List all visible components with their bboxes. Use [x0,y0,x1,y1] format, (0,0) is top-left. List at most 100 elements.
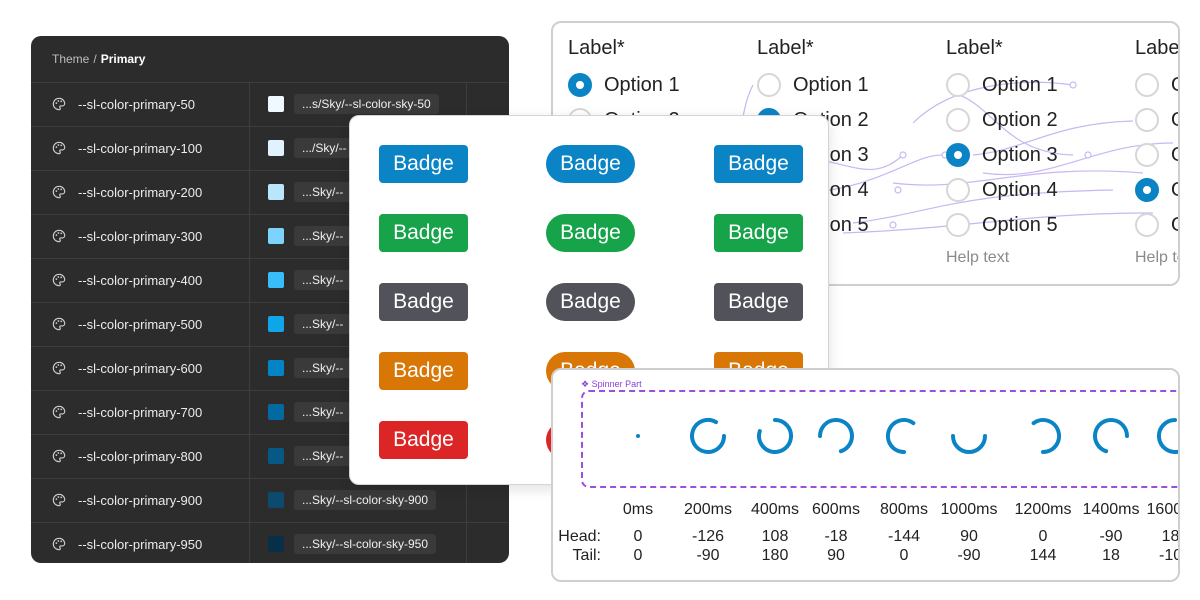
radio-control[interactable] [1135,108,1159,132]
variable-row[interactable]: --sl-color-primary-500 ...Sky/-- [31,302,509,346]
variable-row[interactable]: --sl-color-primary-300...Sky/-- [31,214,509,258]
badge: Badge [714,214,803,252]
radio-group-label: Label* [568,37,625,59]
variable-row[interactable]: --sl-color-primary-700...Sky/-- [31,390,509,434]
spinner-arc [818,417,854,454]
radio-option[interactable]: Option 1 [946,73,1126,97]
palette-icon [52,185,66,199]
radio-control[interactable] [946,108,970,132]
variable-value-alias[interactable]: .../Sky/-- [294,138,355,158]
spinner-arc [885,418,916,455]
color-swatch[interactable] [268,492,284,508]
spinner-arc [1156,418,1178,454]
palette-icon [52,317,66,331]
radio-option[interactable]: Option 2 [1135,108,1178,132]
radio-control[interactable] [946,73,970,97]
variable-value-alias[interactable]: ...Sky/-- [294,358,352,378]
radio-option[interactable]: Option 3 [946,143,1126,167]
radio-option[interactable]: Option 4 [946,178,1126,202]
radio-option[interactable]: Option 4 [1135,178,1178,202]
spinner-frame-graphic [1031,418,1062,455]
color-swatch[interactable] [268,360,284,376]
radio-option[interactable]: Option 3 [1135,143,1178,167]
tail-angle-value: -90 [957,547,981,564]
variable-row[interactable]: --sl-color-primary-100.../Sky/-- [31,126,509,170]
radio-option[interactable]: Option 2 [946,108,1126,132]
spinner-frame-graphic [1093,417,1129,454]
radio-option[interactable]: Option 5 [1135,213,1178,237]
variable-row[interactable]: --sl-color-primary-50...s/Sky/--sl-color… [31,82,509,126]
badge: Badge [714,283,803,321]
palette-icon [52,273,66,287]
variable-value-alias[interactable]: ...Sky/-- [294,182,352,202]
connector-node [899,151,907,159]
color-swatch[interactable] [268,272,284,288]
spinner-arc [636,434,640,438]
variable-row[interactable]: --sl-color-primary-200...Sky/-- [31,170,509,214]
radio-control[interactable] [946,178,970,202]
color-swatch[interactable] [268,228,284,244]
variable-value-alias[interactable]: ...Sky/--sl-color-sky-950 [294,534,437,554]
radio-option[interactable]: Option 1 [568,73,748,97]
head-angle-value: 108 [761,528,789,545]
radio-option[interactable]: Option 1 [1135,73,1178,97]
variable-row[interactable]: --sl-color-primary-800...Sky/-- [31,434,509,478]
breadcrumb-theme[interactable]: Theme [52,52,90,66]
column-divider [466,83,467,126]
radio-option[interactable]: Option 5 [946,213,1126,237]
color-swatch[interactable] [268,448,284,464]
spinner-arc [1093,417,1129,454]
variable-value-alias[interactable]: ...Sky/-- [294,226,352,246]
variable-value-alias[interactable]: ...Sky/--sl-color-sky-900 [294,490,437,510]
variable-row[interactable]: --sl-color-primary-950 ...Sky/--sl-color-… [31,522,509,563]
column-divider [249,215,250,258]
variables-header: Theme / Primary [31,36,509,83]
column-divider [249,479,250,522]
color-swatch[interactable] [268,316,284,332]
badge: Badge [546,283,635,321]
radio-control[interactable] [1135,73,1159,97]
color-swatch[interactable] [268,404,284,420]
color-swatch[interactable] [268,184,284,200]
radio-control[interactable] [946,143,970,167]
variable-name: --sl-color-primary-950 [78,537,203,552]
frame-time-label: 0ms [622,501,654,518]
variable-value-alias[interactable]: ...Sky/-- [294,314,352,334]
variable-name: --sl-color-primary-500 [78,317,203,332]
variable-row[interactable]: --sl-color-primary-400...Sky/-- [31,258,509,302]
radio-option[interactable]: Option 1 [757,73,937,97]
radio-option-label: Option 4 [1171,178,1178,202]
variable-value-alias[interactable]: ...Sky/-- [294,402,352,422]
frame-time-label: 1000ms [940,501,998,518]
radio-control[interactable] [757,73,781,97]
radio-control[interactable] [1135,213,1159,237]
radio-help-text: Help text [1135,249,1178,266]
connector-node [889,221,897,229]
tail-angle-value: 90 [827,547,845,564]
radio-control[interactable] [1135,143,1159,167]
palette-icon [52,141,66,155]
radio-option-label: Option 2 [982,109,1058,131]
badge: Badge [714,145,803,183]
radio-control[interactable] [1135,178,1159,202]
color-swatch[interactable] [268,140,284,156]
radio-control[interactable] [568,73,592,97]
connector-node [1084,151,1092,159]
variable-value-alias[interactable]: ...Sky/-- [294,270,352,290]
radio-option-label: Option 1 [982,74,1058,96]
column-divider [466,479,467,522]
connector-line [892,170,1144,186]
radio-control[interactable] [946,213,970,237]
variable-row[interactable]: --sl-color-primary-600...Sky/-- [31,346,509,390]
column-divider [249,171,250,214]
palette-icon [52,229,66,243]
head-angle-value: 0 [1038,528,1048,545]
color-swatch[interactable] [268,96,284,112]
variable-value-alias[interactable]: ...Sky/-- [294,446,352,466]
breadcrumb-separator: / [93,52,97,66]
variable-value-alias[interactable]: ...s/Sky/--sl-color-sky-50 [294,94,439,114]
frame-time-label: 1600ms [1146,501,1178,518]
color-swatch[interactable] [268,536,284,552]
variable-row[interactable]: --sl-color-primary-900...Sky/--sl-color-… [31,478,509,522]
